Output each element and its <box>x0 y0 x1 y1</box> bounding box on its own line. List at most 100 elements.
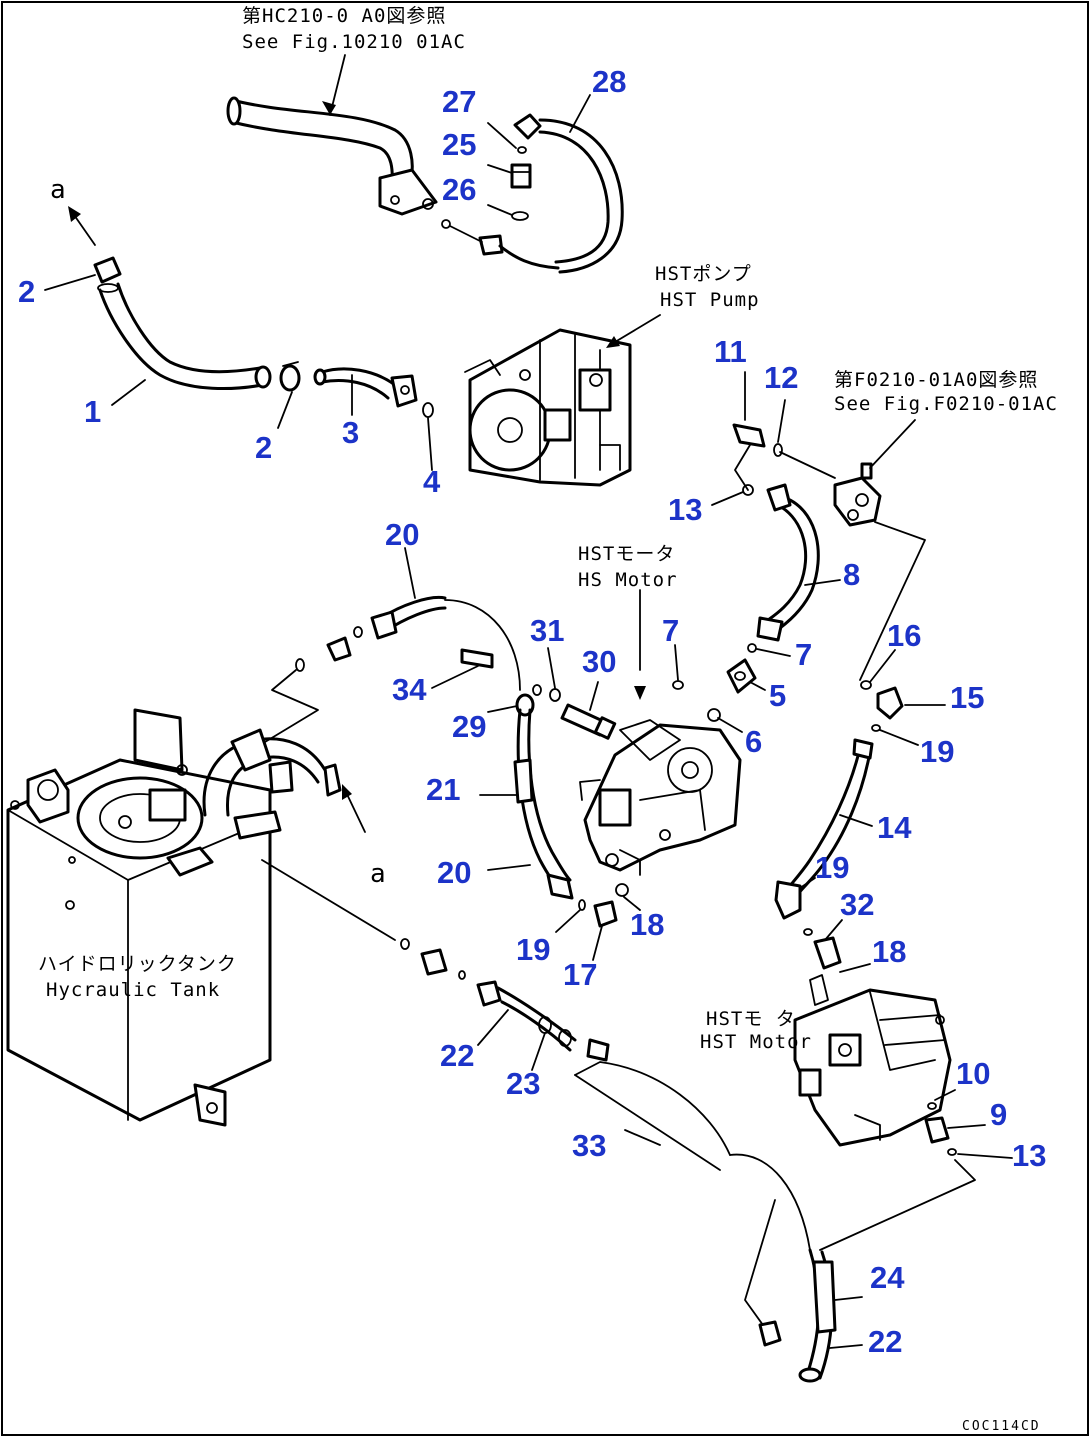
hose-22-upper <box>476 980 610 1062</box>
leader-5 <box>749 681 766 691</box>
tank-label-jp: ハイドロリックタンク <box>38 953 237 975</box>
callout-7a: 7 <box>662 613 679 648</box>
motor1-label-jp: HSTモータ <box>578 543 675 565</box>
leader-19c <box>555 909 581 933</box>
oring-19b <box>803 928 813 936</box>
callout-30: 30 <box>582 644 616 679</box>
bolt-30 <box>560 703 617 740</box>
callout-33: 33 <box>572 1128 606 1163</box>
hose-14 <box>774 738 874 920</box>
leader-1 <box>111 379 146 406</box>
leader-16 <box>869 649 896 683</box>
ref-top-arrowhead <box>322 101 336 115</box>
callout-5: 5 <box>769 678 786 713</box>
pump-label-en: HST Pump <box>660 289 760 311</box>
callout-10: 10 <box>956 1056 990 1091</box>
hydraulic-tank <box>6 708 282 1127</box>
hst-motor-upper <box>579 719 742 876</box>
leader-14 <box>839 814 873 827</box>
oring-6 <box>707 708 721 722</box>
tank-oring <box>400 938 410 950</box>
fitting-25 <box>510 146 532 221</box>
leader-13a <box>711 491 744 506</box>
hose-8 <box>756 483 820 642</box>
leader-20b <box>487 864 531 871</box>
leader-9 <box>947 1124 986 1129</box>
leader-29 <box>487 705 518 713</box>
callout-17: 17 <box>563 957 597 992</box>
suction-hose-top <box>226 96 438 216</box>
leader-18a <box>839 963 871 973</box>
callout-13a: 13 <box>668 492 702 527</box>
callout-16: 16 <box>887 618 921 653</box>
callout-20b: 20 <box>437 855 471 890</box>
arrow-a-mid-shaft <box>344 789 366 833</box>
fitting-5 <box>726 658 757 694</box>
ref-top-jp: 第HC210-0 A0図参照 <box>242 5 446 27</box>
leader-7b <box>756 648 791 657</box>
tank-label-en: Hycraulic Tank <box>46 979 220 1001</box>
callout-19c: 19 <box>516 932 550 967</box>
callout-9: 9 <box>990 1097 1007 1132</box>
callout-15: 15 <box>950 680 984 715</box>
oring-19a <box>871 724 881 732</box>
hst-motor-lower <box>793 974 952 1147</box>
leader-7a <box>674 644 679 681</box>
pin-34 <box>460 648 494 669</box>
leader-33 <box>624 1129 661 1146</box>
chain-12-block <box>779 451 836 479</box>
oring-19c <box>578 899 586 911</box>
elbow-15 <box>876 686 904 720</box>
callout-25: 25 <box>442 127 476 162</box>
callout-23: 23 <box>506 1066 540 1101</box>
leader-4 <box>427 417 433 471</box>
tank-chain <box>261 859 396 941</box>
callout-34: 34 <box>392 672 427 707</box>
callout-29: 29 <box>452 709 486 744</box>
hose-28 <box>441 113 624 274</box>
oring-13a <box>742 484 754 496</box>
leader-2a <box>44 274 96 291</box>
callout-31: 31 <box>530 613 564 648</box>
motor1-arrowhead <box>634 686 646 700</box>
motor2-label-en: HST Motor <box>700 1031 812 1053</box>
oring-18b <box>615 883 629 897</box>
ref-top-en: See Fig.10210 01AC <box>242 31 466 53</box>
leader-13b <box>957 1153 1013 1159</box>
arrow-a-mid-label: a <box>370 859 387 889</box>
ref-right-leader <box>869 419 916 469</box>
leader-30 <box>589 681 599 711</box>
clamp-2b <box>279 361 301 392</box>
leader-34 <box>431 665 479 689</box>
leader-10 <box>934 1089 956 1101</box>
callout-26: 26 <box>442 172 476 207</box>
callout-32: 32 <box>840 887 874 922</box>
right-block <box>833 462 882 527</box>
chain-16 <box>859 521 926 681</box>
leader-31 <box>547 647 556 689</box>
ref-right-en: See Fig.F0210-01AC <box>834 393 1058 415</box>
callout-27: 27 <box>442 84 476 119</box>
leader-19a <box>879 729 919 746</box>
leader-27 <box>487 122 517 149</box>
leader-32 <box>824 919 843 941</box>
washer-31 <box>549 688 561 702</box>
leader-19b <box>799 877 816 889</box>
leader-28 <box>569 94 591 133</box>
fitting-9 <box>924 1116 950 1144</box>
oring-13b <box>947 1148 957 1156</box>
callout-11: 11 <box>714 334 747 369</box>
motor1-label-en: HS Motor <box>578 569 678 591</box>
callout-18a: 18 <box>872 934 906 969</box>
callout-19a: 19 <box>920 734 954 769</box>
leader-17 <box>592 925 603 961</box>
hose-1 <box>93 256 272 390</box>
callout-19b: 19 <box>815 850 849 885</box>
callout-14: 14 <box>877 810 912 845</box>
ref-right-jp: 第F0210-01A0図参照 <box>834 369 1038 391</box>
tank-fitting <box>420 948 448 976</box>
callout-6: 6 <box>745 724 762 759</box>
pump-label-jp: HSTポンプ <box>655 263 752 285</box>
